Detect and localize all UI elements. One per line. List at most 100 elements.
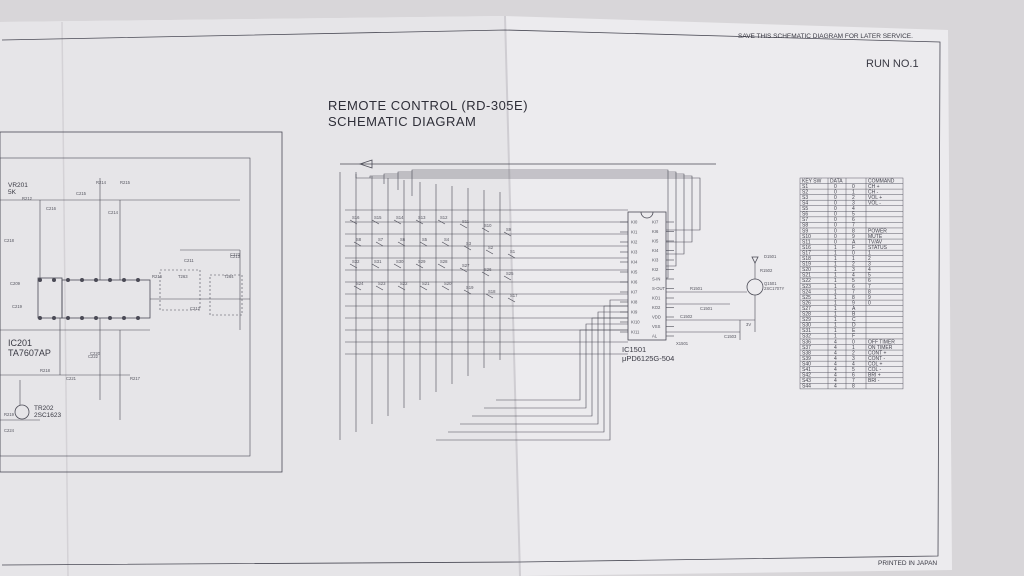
ic201-pin: [66, 278, 70, 282]
command-table-cell: 8: [852, 295, 855, 301]
command-table-cell: 0: [834, 234, 837, 240]
ic1501-part: μPD6125G-504: [622, 354, 674, 363]
command-table-cell: F: [852, 334, 855, 340]
component-label: C214: [108, 210, 119, 215]
command-table-cell: 1: [834, 289, 837, 295]
ic1501-pin-right: KI7: [652, 220, 659, 225]
ic201-label: IC201: [8, 338, 32, 348]
key-switch: [353, 285, 362, 291]
command-table-cell: 1: [834, 256, 837, 262]
ic201-pin: [94, 316, 98, 320]
ic1501-pin-right: KI4: [652, 248, 659, 253]
command-table-cell: 6: [868, 278, 871, 284]
command-table-cell: S11: [802, 239, 811, 245]
command-table-cell: S39: [802, 356, 811, 362]
ic1501-pin-left: KI0: [631, 220, 638, 225]
switch-label: S24: [356, 281, 364, 286]
key-switch: [485, 249, 494, 255]
component-label: C221: [66, 376, 77, 381]
command-table-cell: 5: [852, 278, 855, 284]
switch-label: S27: [462, 263, 470, 268]
vr201-label: VR201: [8, 182, 28, 189]
command-table-cell: S16: [802, 245, 811, 251]
component-label: C215: [76, 191, 87, 196]
key-switch: [485, 293, 494, 299]
command-table-cell: 1: [834, 295, 837, 301]
command-table-cell: MUTE: [868, 234, 883, 240]
ic201-pin: [122, 278, 126, 282]
ic1501-pin-left: KI8: [631, 300, 638, 305]
key-switch: [415, 263, 424, 269]
command-table-cell: 8: [852, 228, 855, 234]
switch-label: S28: [440, 259, 448, 264]
r1501-label: R1501: [690, 286, 703, 291]
command-table-cell: S36: [802, 339, 811, 345]
command-table-cell: S26: [802, 300, 811, 306]
command-table-cell: D: [852, 323, 856, 329]
component-label: C218: [4, 238, 15, 243]
ic1501-label: IC1501: [622, 345, 646, 354]
command-table-cell: ON TIMER: [868, 345, 893, 351]
key-switch: [393, 263, 402, 269]
command-table-cell: 0: [834, 189, 837, 195]
ic1501-notch: [640, 211, 654, 219]
command-table-cell: 7: [852, 223, 855, 229]
command-table-cell: 4: [834, 373, 837, 379]
switch-label: S14: [396, 215, 404, 220]
component-label: C223: [230, 252, 241, 257]
switch-label: S23: [378, 281, 386, 286]
command-table-cell: S23: [802, 284, 811, 290]
command-table-cell: S22: [802, 278, 811, 284]
component-label: C211: [184, 258, 194, 263]
command-table-cell: VOL +: [868, 195, 882, 201]
tuner-panel: IC201 TA7607AP VR201 5K TR202 2SC1623 R2…: [0, 131, 283, 473]
command-table-cell: S38: [802, 350, 811, 356]
tr202-part: 2SC1623: [34, 412, 61, 419]
switch-label: S8: [356, 237, 362, 242]
command-table-cell: 1: [834, 334, 837, 340]
command-table-cell: 5: [868, 273, 871, 279]
command-table-cell: 5: [852, 367, 855, 373]
command-table-cell: COL +: [868, 361, 882, 367]
switch-label: S13: [418, 215, 426, 220]
switch-label: S17: [510, 293, 518, 298]
ic1501-pin-left: KI7: [631, 290, 638, 295]
diagram-subtitle: SCHEMATIC DIAGRAM: [328, 114, 476, 129]
switch-label: S29: [418, 259, 426, 264]
command-table-header: COMMAND: [868, 178, 895, 184]
command-table-cell: TV/AV: [868, 239, 883, 245]
command-table-cell: 3: [852, 267, 855, 273]
command-table-cell: S37: [802, 345, 811, 351]
switch-label: S21: [422, 281, 430, 286]
key-switch: [507, 297, 516, 303]
command-table-cell: COL -: [868, 367, 881, 373]
command-table-cell: 4: [834, 361, 837, 367]
ic201-pin: [80, 316, 84, 320]
command-table-cell: 0: [834, 212, 837, 218]
paper-left-half: [0, 16, 520, 576]
ic1501-pin-left: KI5: [631, 270, 638, 275]
command-table-cell: 9: [852, 300, 855, 306]
component-label: C216: [46, 206, 57, 211]
command-table-cell: 2: [852, 195, 855, 201]
command-table-cell: 1: [834, 267, 837, 273]
key-switch: [375, 285, 384, 291]
key-switch: [437, 263, 446, 269]
command-table-cell: 1: [834, 245, 837, 251]
command-table-cell: CH +: [868, 184, 880, 190]
switch-label: S9: [506, 227, 512, 232]
command-table-cell: S7: [802, 217, 808, 223]
ic201-pin: [108, 316, 112, 320]
command-table-cell: S1: [802, 184, 808, 190]
component-label: R217: [130, 376, 141, 381]
command-table-cell: S42: [802, 373, 811, 379]
tr202-symbol: [14, 404, 30, 420]
ic1501-pin-left: KI10: [631, 320, 640, 325]
key-switch: [397, 285, 406, 291]
switch-label: S15: [374, 215, 382, 220]
ic201-pin: [38, 316, 42, 320]
command-table-cell: 1: [834, 306, 837, 312]
key-switch: [481, 271, 490, 277]
command-table-cell: 9: [852, 234, 855, 240]
command-table-cell: 4: [834, 378, 837, 384]
